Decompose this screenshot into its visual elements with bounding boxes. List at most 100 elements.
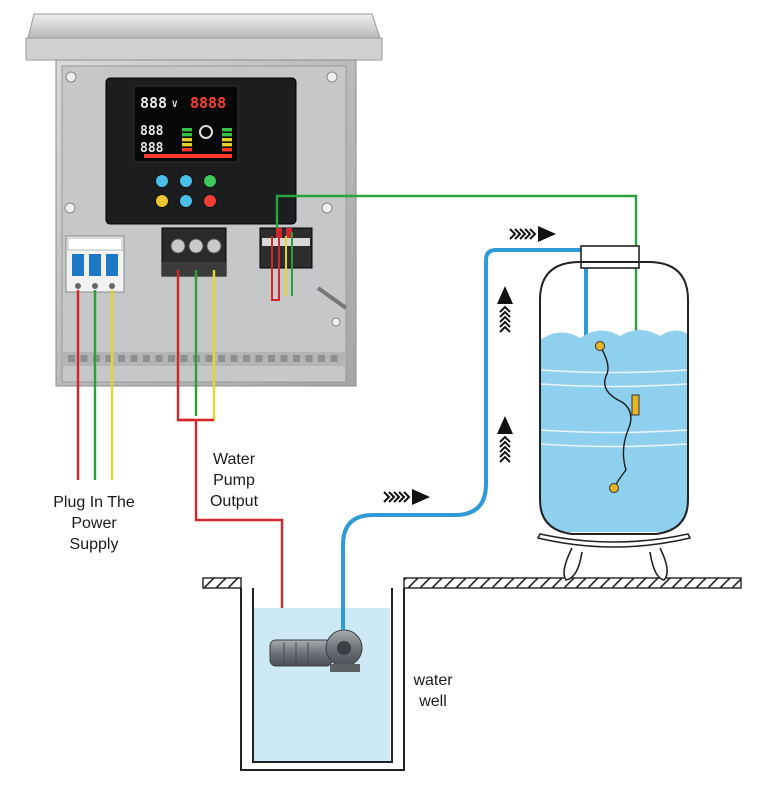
flow-arrow-icon	[383, 489, 430, 505]
start-button[interactable]	[203, 174, 217, 188]
level-bar-right-segment	[222, 143, 232, 147]
ground-and-well	[202, 577, 742, 771]
well-wall-outline	[240, 588, 405, 771]
tank-ring	[540, 443, 688, 448]
auto-manual-button[interactable]	[155, 174, 169, 188]
float-switch-lower	[609, 483, 619, 493]
current-readout: 8888	[190, 94, 226, 112]
tank-ring	[540, 383, 688, 388]
vent-slot	[330, 355, 338, 362]
pump-output-line-3: Output	[209, 493, 259, 510]
tank-water	[540, 330, 688, 532]
tank-shell	[539, 261, 689, 535]
level-bar-left-segment	[182, 133, 192, 137]
voltage-readout: 888	[140, 94, 167, 112]
terminal-base	[162, 262, 226, 276]
vent-slot	[155, 355, 163, 362]
voltage-unit: V	[172, 100, 178, 110]
status-ring-icon	[199, 125, 213, 139]
tank-neck	[580, 245, 640, 269]
tank-leg	[563, 547, 583, 581]
vent-slot	[218, 355, 225, 362]
power-wires	[76, 290, 114, 480]
level-bar-left-segment	[182, 138, 192, 142]
float-switch-upper	[595, 341, 605, 351]
pump-inlet	[337, 641, 351, 655]
well-water	[253, 608, 390, 762]
flow-arrow-icon	[497, 286, 513, 333]
level-bar-right-segment	[222, 133, 232, 137]
indicator-strip	[144, 154, 232, 158]
row3-readout: 888	[140, 141, 164, 156]
level-bar-left-segment	[182, 148, 192, 152]
power-supply-line-2: Power	[71, 515, 117, 532]
screw	[321, 202, 333, 214]
water-well-line-2: well	[419, 693, 447, 710]
level-bar-right-segment	[222, 138, 232, 142]
vent-slot	[80, 355, 88, 362]
box-roof	[27, 13, 381, 39]
water-pipe	[341, 248, 588, 630]
power-supply-label: Plug In The Power Supply	[38, 492, 150, 555]
well-wall-fill-left	[242, 588, 252, 770]
breaker-toggle[interactable]	[106, 254, 118, 276]
sensor-weight	[631, 394, 640, 416]
breaker-label	[67, 237, 123, 251]
sensor-wires	[271, 194, 638, 400]
mode-button[interactable]	[155, 194, 169, 208]
pump-foot	[330, 664, 360, 672]
level-bar-right-segment	[222, 128, 232, 132]
water-well-label: water well	[404, 670, 462, 712]
terminal-screw	[188, 238, 204, 254]
vent-slot	[130, 355, 138, 362]
pressure-tank	[536, 245, 692, 581]
power-supply-line-3: Supply	[69, 536, 119, 553]
flow-arrow-icon	[509, 226, 556, 242]
breaker-terminal	[92, 283, 98, 289]
level-bar-left-segment	[182, 128, 192, 132]
terminal-screw	[170, 238, 186, 254]
vent-slot	[230, 355, 238, 362]
box-bottom-strip	[62, 352, 346, 366]
terminal-screw	[206, 238, 222, 254]
breaker-toggle[interactable]	[89, 254, 101, 276]
pump-output-line-1: Water	[212, 451, 256, 468]
well-wall-fill-right	[393, 588, 403, 770]
vent-slot	[318, 355, 325, 362]
vent-slot	[268, 355, 275, 362]
vent-slot	[280, 355, 288, 362]
level-bar-left-segment	[182, 143, 192, 147]
settings-button[interactable]	[179, 174, 193, 188]
ground-hatch-right	[403, 577, 742, 589]
vent-slot	[105, 355, 113, 362]
control-box: 888 V 8888 888 888	[25, 13, 383, 387]
query-button[interactable]	[179, 194, 193, 208]
float-cable	[599, 345, 632, 489]
vent-slot	[168, 355, 175, 362]
tank-rings	[540, 369, 688, 448]
sensor-terminal-pin	[276, 228, 282, 238]
stop-button[interactable]	[203, 194, 217, 208]
vent-slot	[305, 355, 313, 362]
power-supply-line-1: Plug In The	[53, 494, 135, 511]
level-bars	[182, 128, 232, 152]
screw	[65, 71, 77, 83]
tank-leg	[649, 547, 668, 581]
vent-slot	[143, 355, 150, 362]
pump-output-line-2: Pump	[213, 472, 255, 489]
flow-arrows	[383, 226, 556, 505]
vent-slot	[68, 355, 75, 362]
vent-slot	[255, 355, 263, 362]
pump-motor	[269, 639, 333, 667]
breaker-toggle[interactable]	[72, 254, 84, 276]
tank-base	[536, 533, 692, 548]
level-bar-right-segment	[222, 148, 232, 152]
flow-arrow-icon	[497, 416, 513, 463]
vent-slot	[118, 355, 125, 362]
sensor-terminal-pin	[286, 228, 292, 238]
pump-output-wires	[176, 270, 284, 640]
vent-slot	[93, 355, 100, 362]
tank-ring	[540, 369, 688, 374]
